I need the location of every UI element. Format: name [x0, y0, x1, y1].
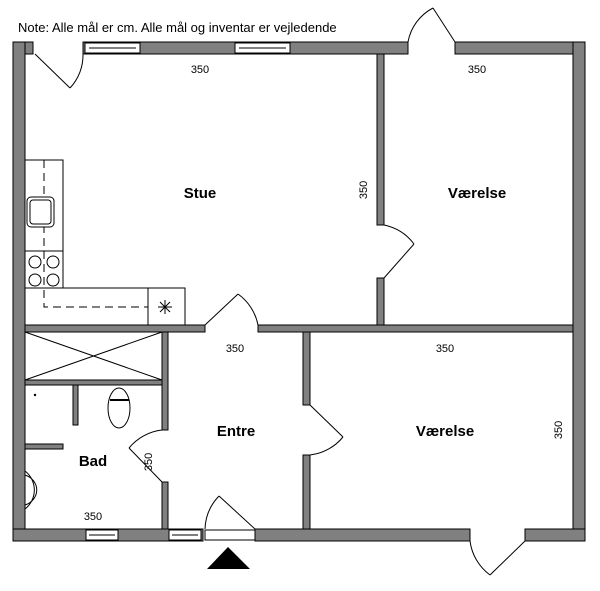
sink-icon — [26, 196, 55, 228]
stove-burner-icon — [28, 255, 42, 269]
dim-stue-width: 350 — [191, 64, 209, 76]
bathroom-fixtures — [24, 331, 163, 510]
room-label-entre: Entre — [217, 423, 255, 440]
dim-entre-width: 350 — [226, 343, 244, 355]
kitchen — [24, 159, 186, 326]
room-label-vaerelse-bottom: Værelse — [416, 423, 474, 440]
entrance-arrow-icon — [207, 547, 250, 569]
dim-bad-height: 350 — [143, 453, 155, 471]
bathroom-sink-icon — [24, 470, 38, 510]
room-label-vaerelse-top: Værelse — [448, 185, 506, 202]
dim-vaerelse-bottom-width: 350 — [436, 343, 454, 355]
dim-stue-height: 350 — [358, 181, 370, 199]
dim-bad-width: 350 — [84, 511, 102, 523]
note-text: Note: Alle mål er cm. Alle mål og invent… — [18, 20, 337, 35]
room-label-bad: Bad — [79, 453, 107, 470]
room-label-stue: Stue — [184, 185, 217, 202]
dim-vaerelse-bottom-height: 350 — [553, 421, 565, 439]
windows — [84, 42, 291, 541]
doors — [34, 7, 526, 576]
fridge-star-icon — [158, 300, 172, 314]
dim-vaerelse-top-width: 350 — [468, 64, 486, 76]
toilet-icon — [107, 387, 131, 429]
